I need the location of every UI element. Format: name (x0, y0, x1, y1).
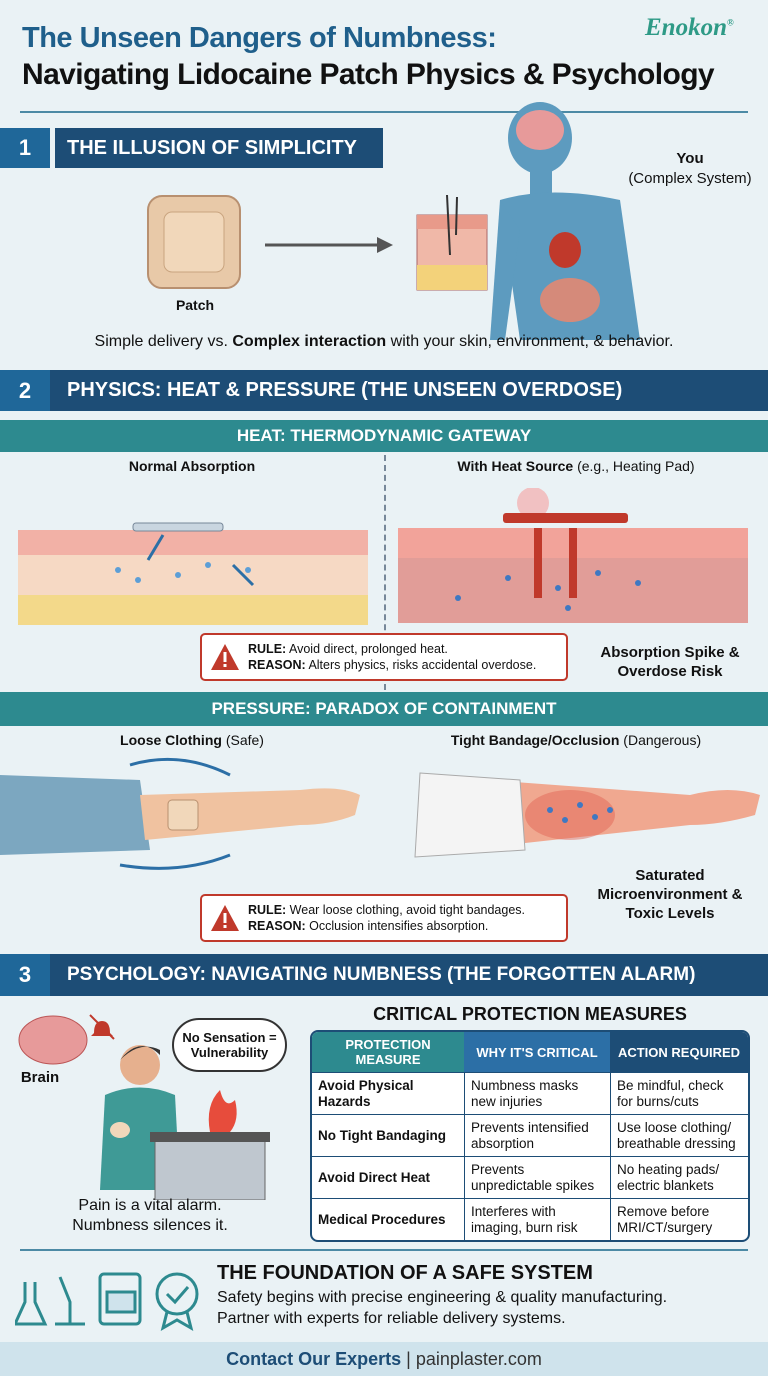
heat-rule-box: RULE: Avoid direct, prolonged heat.REASO… (200, 633, 568, 681)
pressure-callout: Saturated Microenvironment & Toxic Level… (597, 867, 743, 922)
pressure-bar: PRESSURE: PARADOX OF CONTAINMENT (0, 692, 768, 726)
heat-bar: HEAT: THERMODYNAMIC GATEWAY (0, 420, 768, 452)
dashed-divider (384, 455, 386, 690)
table-cell: Avoid Physical Hazards (312, 1072, 464, 1114)
section1-number: 1 (0, 128, 50, 168)
section2-title: PHYSICS: HEAT & PRESSURE (THE UNSEEN OVE… (55, 370, 755, 411)
warning-icon (211, 644, 239, 670)
footer-icons (15, 1272, 199, 1332)
section1-title: THE ILLUSION OF SIMPLICITY (55, 128, 383, 168)
divider (20, 1249, 748, 1251)
contact-link[interactable]: Contact Our Experts (226, 1348, 402, 1369)
human-body-illustration (490, 102, 640, 340)
section3-caption: Pain is a vital alarm.Numbness silences … (72, 1197, 228, 1234)
lab-flask-microscope-icon (15, 1276, 85, 1326)
patch-roll-icon (98, 1272, 142, 1326)
divider (20, 111, 748, 113)
you-label: You (676, 150, 704, 167)
loose-clothing-arm-illustration (0, 757, 360, 870)
skin-block-illustration (416, 195, 488, 291)
table-cell: Numbness masks new injuries (464, 1072, 610, 1114)
title-line1: The Unseen Dangers of Numbness: (22, 22, 497, 54)
heat-source-illustration (398, 488, 748, 623)
table-cell: Use loose clothing/ breathable dressing (610, 1114, 748, 1156)
heat-right-label: With Heat Source (e.g., Heating Pad) (457, 458, 695, 474)
section3-title: PSYCHOLOGY: NAVIGATING NUMBNESS (THE FOR… (55, 954, 768, 996)
table-header: ACTION REQUIRED (610, 1032, 748, 1072)
title-line2: Navigating Lidocaine Patch Physics & Psy… (22, 58, 715, 91)
section1-caption: Simple delivery vs. Complex interaction … (94, 333, 674, 350)
section3-number: 3 (0, 954, 50, 996)
table-cell: Remove before MRI/CT/surgery (610, 1198, 748, 1240)
brand-logo: Enokon® (645, 14, 734, 41)
table-cell: No Tight Bandaging (312, 1114, 464, 1156)
footer-line1: Safety begins with precise engineering &… (217, 1289, 668, 1306)
tight-bandage-arm-illustration (414, 772, 760, 858)
brain-label: Brain (20, 1069, 60, 1086)
table-cell: Avoid Direct Heat (312, 1156, 464, 1198)
pressure-left-label: Loose Clothing (Safe) (120, 732, 264, 748)
protection-table: PROTECTION MEASURE WHY IT'S CRITICAL ACT… (310, 1030, 750, 1242)
table-header: WHY IT'S CRITICAL (464, 1032, 610, 1072)
table-cell: Interferes with imaging, burn risk (464, 1198, 610, 1240)
you-sublabel: (Complex System) (628, 170, 752, 187)
brain-icon (18, 1014, 115, 1065)
heat-callout: Absorption Spike & Overdose Risk (600, 644, 740, 680)
warning-icon (211, 905, 239, 931)
table-cell: No heating pads/ electric blankets (610, 1156, 748, 1198)
separator: | (401, 1348, 416, 1369)
footer-line2: Partner with experts for reliable delive… (217, 1310, 566, 1327)
pressure-right-label: Tight Bandage/Occlusion (Dangerous) (450, 732, 702, 748)
table-header: PROTECTION MEASURE (312, 1032, 464, 1072)
contact-bar: Contact Our Experts | painplaster.com (0, 1342, 768, 1376)
table-cell: Prevents unpredictable spikes (464, 1156, 610, 1198)
table-cell: Medical Procedures (312, 1198, 464, 1240)
patch-illustration (147, 195, 241, 289)
table-cell: Be mindful, check for burns/cuts (610, 1072, 748, 1114)
patch-label: Patch (175, 297, 215, 313)
heat-left-label: Normal Absorption (128, 458, 256, 474)
footer-title: THE FOUNDATION OF A SAFE SYSTEM (217, 1262, 593, 1284)
website-link[interactable]: painplaster.com (415, 1348, 542, 1369)
pressure-rule-box: RULE: Wear loose clothing, avoid tight b… (200, 894, 568, 942)
table-title: CRITICAL PROTECTION MEASURES (373, 1004, 687, 1024)
person-at-stove-illustration (100, 1045, 270, 1200)
thought-bubble: No Sensation = Vulnerability (172, 1018, 287, 1072)
quality-badge-icon (155, 1272, 199, 1332)
section2-number: 2 (0, 370, 50, 411)
table-cell: Prevents intensified absorption (464, 1114, 610, 1156)
arrow-icon (265, 237, 393, 253)
normal-absorption-illustration (18, 522, 368, 625)
